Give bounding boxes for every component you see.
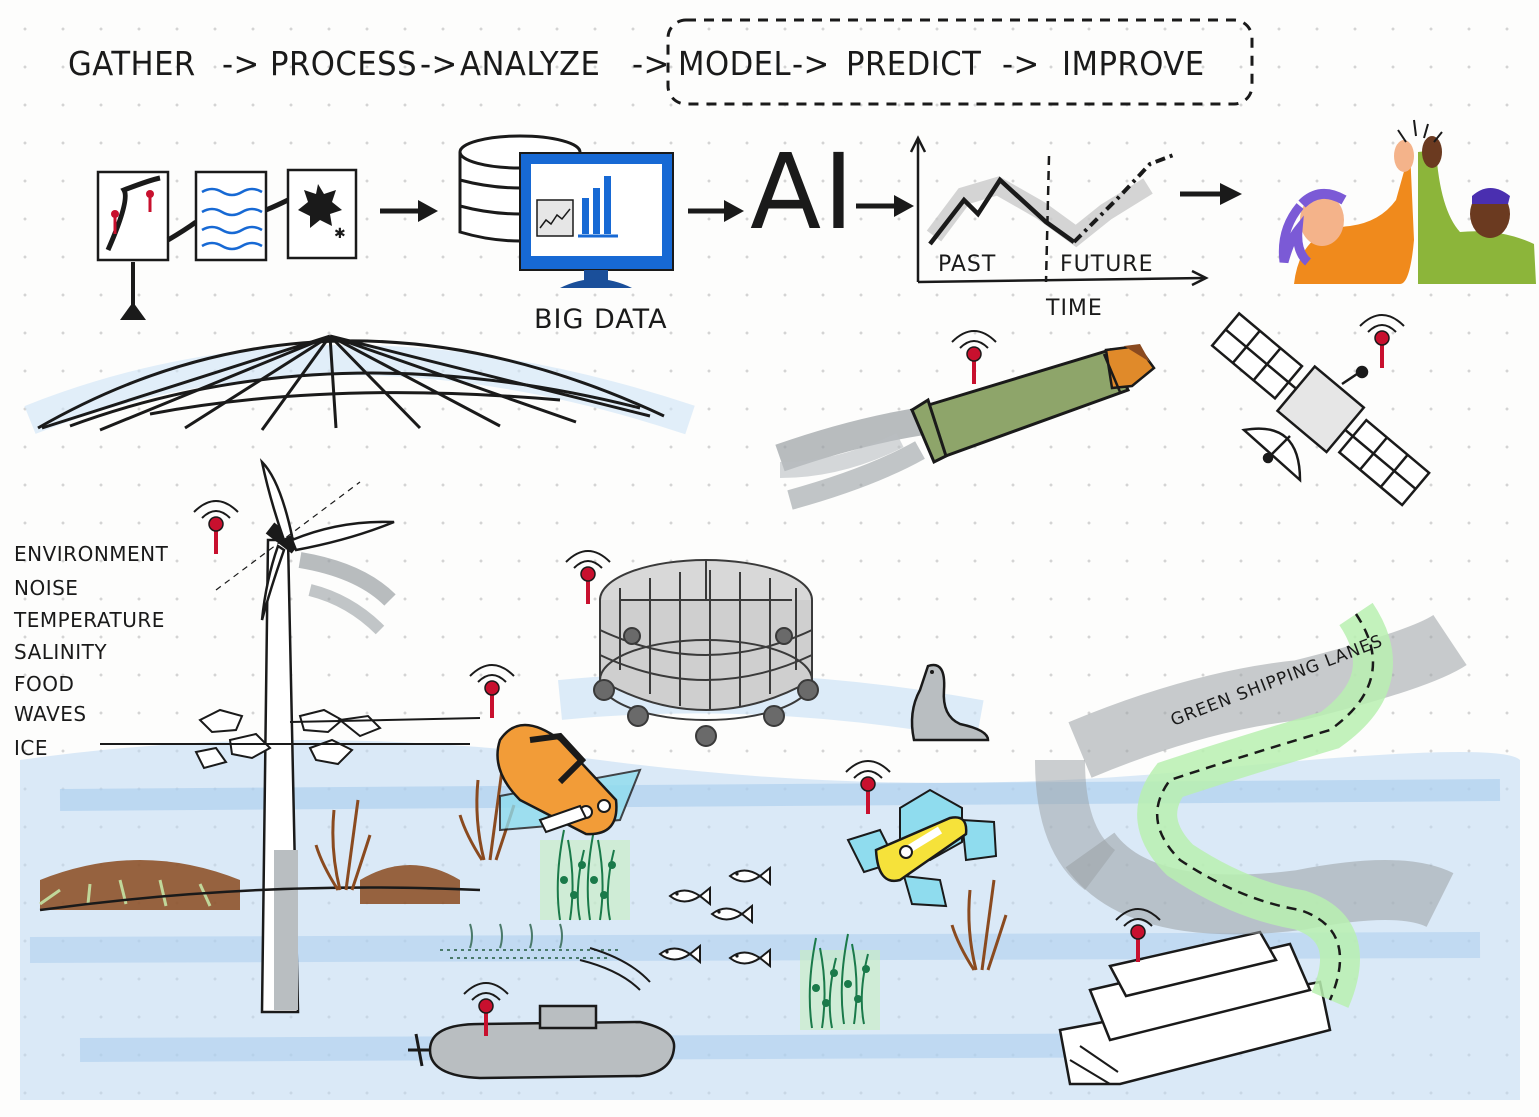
rocket-icon [775, 344, 1156, 510]
ice-rocks [100, 708, 481, 770]
past-label: PAST [938, 252, 997, 277]
past-future-chart [909, 135, 1209, 287]
pipeline-step-improve: IMPROVE [1062, 44, 1205, 83]
green-shipping-lane [1035, 602, 1467, 1008]
globe-dome-icon [24, 334, 695, 435]
pipeline-arrow: -> [222, 44, 260, 83]
big-data-label: BIG DATA [534, 304, 668, 335]
kelp-plants [540, 829, 880, 1030]
env-factor-environment: ENVIRONMENT [14, 542, 169, 566]
pipeline-step-process: PROCESS [270, 44, 418, 83]
buoy-icon [846, 788, 998, 908]
pipeline-arrow: -> [792, 44, 830, 83]
model-group-dashed-box [666, 18, 1254, 106]
submarine-icon [408, 1004, 676, 1080]
wind-turbine-icon [215, 458, 396, 1014]
env-factor-salinity: SALINITY [14, 640, 108, 664]
flow-arrows [380, 183, 1242, 222]
people-high-five-icon [1278, 119, 1536, 284]
seafloor-seaweed [39, 768, 1008, 972]
aquaculture-cage-icon [593, 559, 819, 747]
sonar-sea-grass [440, 923, 651, 991]
pipeline-arrow: -> [1002, 44, 1040, 83]
pipeline-arrow: -> [632, 44, 670, 83]
env-factor-waves: WAVES [14, 702, 87, 726]
data-documents-icon: ✱ [96, 168, 358, 320]
ocean-glider-icon [496, 723, 642, 836]
env-factor-temperature: TEMPERATURE [14, 608, 165, 632]
env-factor-ice: ICE [14, 736, 48, 760]
ai-label: AI [750, 131, 856, 253]
monitor-icon [519, 152, 674, 288]
pipeline-step-model: MODEL [678, 44, 792, 83]
env-factor-noise: NOISE [14, 576, 79, 600]
ship-icon [1058, 930, 1332, 1086]
svg-text:✱: ✱ [334, 226, 346, 242]
seal-icon [910, 663, 990, 742]
future-label: FUTURE [1060, 252, 1154, 277]
pipeline-step-analyze: ANALYZE [460, 44, 601, 83]
pipeline-step-gather: GATHER [68, 44, 196, 83]
env-factor-food: FOOD [14, 672, 75, 696]
time-label: TIME [1046, 296, 1103, 321]
pipeline-arrow: -> [420, 44, 458, 83]
pipeline-step-predict: PREDICT [846, 44, 982, 83]
satellite-icon [1210, 311, 1431, 507]
